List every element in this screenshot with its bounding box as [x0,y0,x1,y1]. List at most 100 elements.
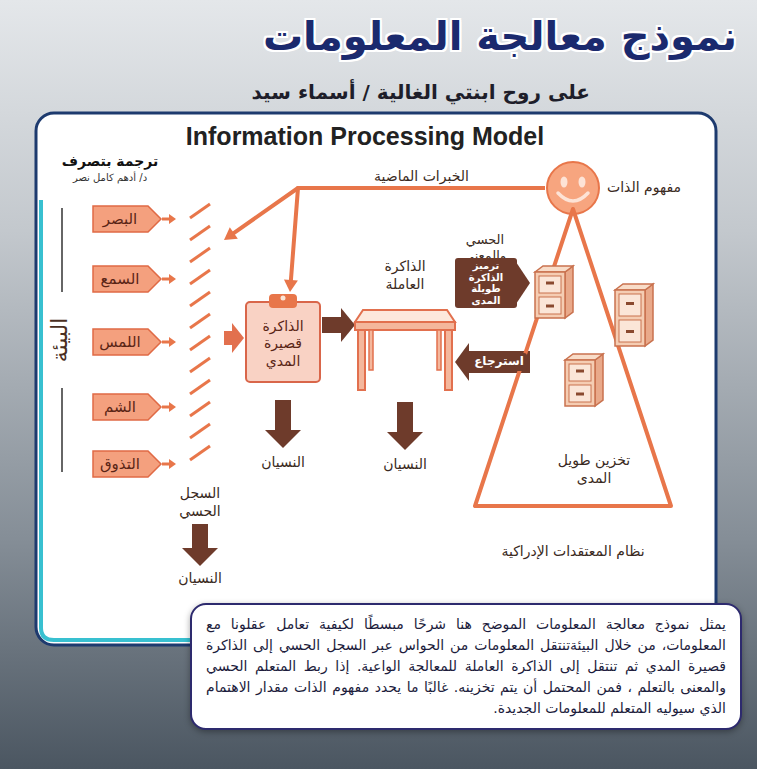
connector-line [233,188,545,234]
storage-drawers: تخزين طويل المدى [530,255,658,487]
memory-label: الذاكرة العاملة [374,258,436,293]
drawing-part [569,385,591,402]
label-slot: على روح ابنتي الغالية / أسماء سيد [140,80,590,105]
arrow-head [284,279,298,292]
drawing-part [565,354,603,360]
drawing-part [358,330,365,390]
drawing-part [369,330,373,370]
arrow-head [169,274,176,284]
english-heading: Information Processing Model [160,121,570,152]
drawing-part [546,282,554,285]
drawing-part [475,209,671,506]
drawing-part [93,394,161,420]
label-slot: ترميز الذاكرة طويلة المدى [455,258,517,308]
belief-triangle: نظام المعتقدات الإدراكيةتخزين طويل المدى [471,208,675,560]
drawing-part [355,310,455,322]
drawing-part [190,446,210,460]
drawing-part [93,329,161,355]
table-box: الذاكرة العاملة [355,258,455,393]
label-slot: Information Processing Model [160,121,570,152]
label-slot: د/ أدهم كامل نصر [55,172,165,185]
drawing-part [561,177,568,188]
register-label: السجل الحسي [176,485,224,520]
forget-arrow [265,400,301,448]
drawing-part [190,358,210,372]
translation-note: ترجمة بتصرف [55,153,165,171]
drawing-part [281,296,286,301]
sense-box: الشم [92,393,162,421]
storage-label: تخزين طويل المدى [549,452,639,487]
forget-arrow [387,402,423,450]
sensory-register: السجل الحسي [176,198,224,520]
memory-label: الذاكرة قصيرة المدي [247,318,319,371]
drawing-part [546,305,554,308]
drawing-part [190,336,210,350]
connector-line [224,331,233,345]
drawing-part [579,177,586,188]
edge-label: ترميز الذاكرة طويلة المدى [455,258,517,308]
label-slot: الخبرات الماضية [371,168,472,184]
caption-box: يمثل نموذج معالجة المعلومات الموضح هنا ش… [190,603,742,730]
connector [162,402,176,412]
drawing-part [626,302,634,305]
label-slot: الحسي والمعني [450,232,520,265]
drawing-part [539,276,561,293]
arrow-head [232,323,244,353]
connector [224,323,244,353]
drawing-part [615,284,653,290]
connector-line [162,406,170,409]
drawing-part [190,270,210,284]
translator-name: د/ أدهم كامل نصر [55,172,165,185]
forget-label: النسيان [365,456,445,474]
connector-line [322,317,342,333]
drawing-part [190,226,210,240]
sense-label: الشم [104,398,136,417]
drawing-part [626,330,634,333]
arrow-head [169,337,176,347]
clipboard-box: الذاكرة قصيرة المدي [244,292,322,384]
connector [162,274,176,284]
dedication: على روح ابنتي الغالية / أسماء سيد [140,80,590,105]
sense-box: البصر [92,205,162,233]
drawing-part [190,424,210,438]
edge-label: الخبرات الماضية [371,168,472,184]
drawing-part [190,248,210,262]
environment-label: البيئة [46,318,74,363]
label-slot: البيئة [46,318,74,363]
drawing-part [619,294,641,316]
connector-line [455,269,517,297]
connector [455,262,530,304]
drawing-part [190,204,210,218]
sense-label: اللمس [99,333,141,352]
drawing-part [93,206,161,232]
page-title: نموذج معالجة المعلومات [240,12,737,60]
drawing-part [190,380,210,394]
sense-label: السمع [101,270,140,289]
sense-box: السمع [92,265,162,293]
arrow-head [516,262,530,304]
drawing-part [535,272,565,318]
environment-line [61,388,63,472]
sense-label: البصر [103,210,138,229]
drawing-part [558,193,588,201]
drawing-part [269,294,297,308]
drawing-part [190,402,210,416]
forget-label: النسيان [243,454,323,472]
encoding-note: الحسي والمعني [450,232,520,265]
connector [162,337,176,347]
connector-line [162,463,170,466]
forget-arrow [182,524,218,566]
arrow-head [341,308,355,342]
connector-line [162,278,170,281]
label-slot: نموذج معالجة المعلومات [240,12,737,60]
drawing-part [615,290,645,346]
arrow-head [169,459,176,469]
drawing-part [615,284,653,346]
smiley-face: مفهوم الذات [545,160,697,216]
drawing-part [535,266,573,272]
label-slot: النسيان [160,570,240,588]
drawing-part [565,354,603,406]
connector-line [162,218,170,221]
